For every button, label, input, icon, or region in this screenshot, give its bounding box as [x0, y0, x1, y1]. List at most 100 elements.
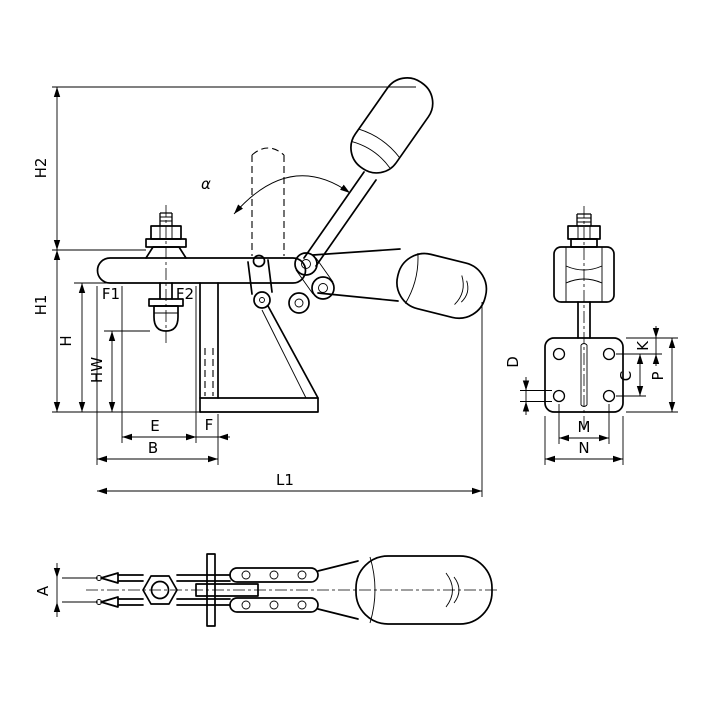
dim-label-f2: F2 — [176, 285, 194, 303]
dim-label-e: E — [150, 417, 159, 435]
mounting-base — [199, 397, 319, 413]
dimension-e: E — [122, 417, 196, 441]
front-arm-curves — [565, 265, 603, 284]
toggle-link-sides — [247, 259, 273, 295]
base-bracket — [199, 282, 319, 413]
plan-rivet-4 — [241, 600, 251, 610]
grip-closed-crescent — [454, 275, 469, 305]
dim-label-c: C — [617, 371, 635, 381]
dimension-c: C — [617, 354, 644, 396]
dim-label-alpha: α — [201, 175, 211, 193]
plan-view — [86, 553, 500, 627]
grip-open-outline — [350, 77, 434, 174]
front-spindle-rod — [576, 213, 592, 226]
dimension-h: H — [57, 283, 86, 412]
fork-prong-top — [100, 572, 119, 584]
grip-closed-outline — [396, 252, 488, 320]
plan-nut-bore — [150, 580, 170, 600]
mounting-hole-top-right — [602, 347, 616, 361]
front-nut-facets — [577, 226, 591, 239]
dim-label-n: N — [578, 439, 589, 457]
plan-rivet-6 — [297, 600, 307, 610]
handle-phantom-vertical — [251, 147, 285, 256]
toggle-link-pivot — [252, 254, 266, 268]
dimension-a: A — [34, 563, 61, 617]
mounting-hole-hidden — [204, 348, 214, 396]
plan-pivot-pin — [206, 553, 216, 627]
plan-rivet-1 — [241, 570, 251, 580]
gusset-edge — [267, 305, 319, 399]
foot-pad — [153, 305, 179, 332]
dimension-f: F — [184, 416, 230, 441]
plan-link-bar-bottom — [229, 597, 319, 613]
lever-open — [303, 171, 377, 267]
dim-label-a: A — [34, 585, 52, 596]
plan-grip-collar — [369, 556, 376, 624]
dim-label-b: B — [148, 439, 158, 457]
dimension-p: P — [649, 338, 676, 412]
spindle-foot — [148, 282, 184, 332]
rivet-1 — [301, 259, 311, 269]
angle-arc — [233, 175, 351, 215]
dim-label-h: H — [57, 335, 75, 346]
dimension-f2: F2 — [176, 285, 194, 303]
rivet-3 — [294, 298, 304, 308]
handle-open — [303, 77, 434, 267]
front-view-dimensions: D C K P M N — [504, 326, 678, 465]
dimension-m: M — [559, 418, 609, 442]
dimension-hw: HW — [88, 331, 116, 412]
plan-cross-bar — [195, 583, 259, 597]
fork-prong-bottom — [100, 596, 119, 608]
base-pivot-center — [259, 297, 265, 303]
dim-label-k: K — [634, 340, 652, 351]
lever-closed — [312, 248, 401, 302]
mounting-hole-bottom-right — [602, 389, 616, 403]
dimension-l1: L1 — [97, 471, 482, 495]
angle-dimension: α — [201, 175, 351, 215]
link-plate-2 — [311, 276, 335, 300]
handle-closed — [312, 248, 488, 320]
extension-lines-plan — [62, 577, 98, 603]
dim-label-p: P — [649, 371, 667, 380]
grip-open-collar — [352, 141, 391, 169]
spindle-nut-facets — [159, 226, 173, 239]
dim-label-m: M — [578, 418, 591, 436]
plan-rivet-3 — [297, 570, 307, 580]
dimension-n: N — [545, 439, 623, 463]
dim-label-d: D — [504, 356, 522, 368]
link-plate-3 — [288, 292, 310, 314]
dim-label-h1: H1 — [32, 295, 50, 316]
dimension-f1: F1 — [102, 285, 120, 303]
plan-rivet-5 — [269, 600, 279, 610]
toggle-link — [247, 254, 273, 295]
front-thread-ticks — [577, 217, 591, 223]
spindle-rod-bottom — [159, 282, 173, 300]
gusset-inner-edge — [261, 309, 307, 399]
dim-label-h2: H2 — [32, 158, 50, 179]
dimension-h2: H2 — [32, 87, 61, 250]
front-base-plate — [544, 337, 624, 413]
front-arm-section — [553, 246, 615, 303]
dimension-d: D — [504, 356, 530, 415]
clamp-arm — [96, 257, 307, 284]
dim-label-hw: HW — [88, 357, 106, 383]
grip-open — [350, 77, 434, 174]
main-view: α — [96, 77, 488, 413]
dimension-h1: H1 — [32, 250, 61, 412]
grip-closed-collar — [404, 253, 419, 304]
plan-hex-nut — [142, 575, 178, 605]
front-view — [544, 206, 624, 428]
mounting-hole-bottom-left — [552, 389, 566, 403]
dim-label-f1: F1 — [102, 285, 120, 303]
plan-view-dimensions: A — [34, 563, 98, 617]
mounting-hole-top-left — [552, 347, 566, 361]
plan-grip-crescent — [445, 572, 460, 608]
dim-label-f: F — [205, 416, 214, 434]
main-view-dimensions: H2 H1 H HW F1 F2 E F — [32, 86, 483, 497]
grip-closed — [396, 252, 488, 320]
plan-grip — [355, 555, 493, 625]
front-arm-flanges — [565, 247, 603, 302]
front-center-slot — [580, 343, 588, 407]
